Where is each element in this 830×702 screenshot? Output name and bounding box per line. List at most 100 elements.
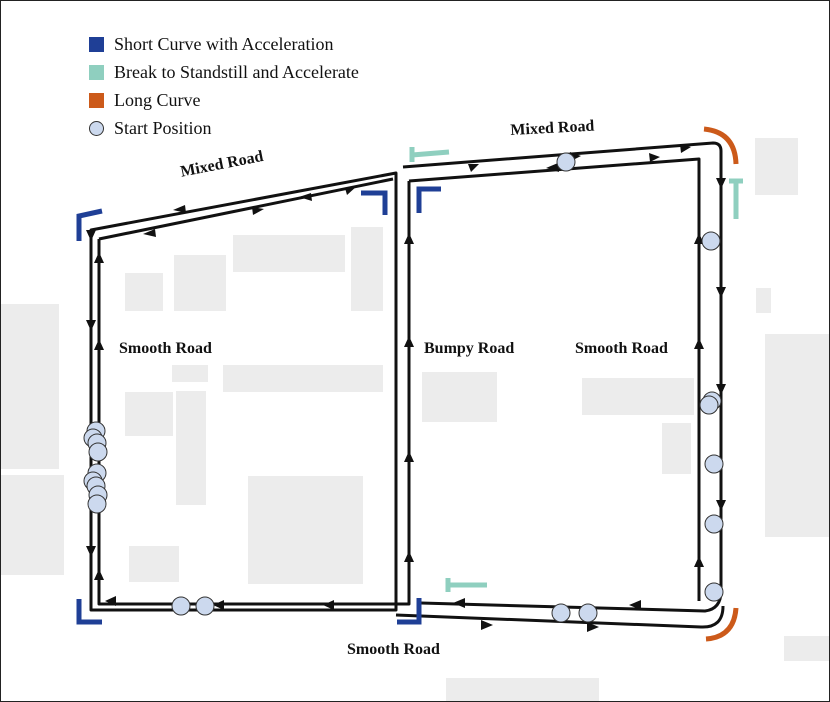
arrow-mark <box>404 551 414 562</box>
arrow-mark <box>716 178 726 189</box>
start-position <box>699 395 719 415</box>
arrow-mark <box>252 207 264 215</box>
road-label-bumpy: Bumpy Road <box>424 340 515 357</box>
arrow-mark <box>404 451 414 462</box>
building <box>784 636 829 661</box>
building <box>176 391 206 505</box>
arrow-mark <box>94 569 104 580</box>
arrow-mark <box>694 556 704 567</box>
arrow-mark <box>173 205 186 213</box>
start-position <box>88 442 108 462</box>
short-curve-marker <box>416 186 441 213</box>
start-position <box>551 603 571 623</box>
building <box>351 227 383 311</box>
start-position <box>87 494 107 514</box>
start-position <box>171 596 191 616</box>
arrow-mark <box>213 600 224 610</box>
road-label-smooth-right: Smooth Road <box>575 340 668 357</box>
arrow-mark <box>86 320 96 331</box>
legend-label: Long Curve <box>114 89 201 110</box>
short-curve-marker <box>76 599 102 625</box>
arrow-mark <box>481 620 493 630</box>
arrow-mark <box>86 230 96 241</box>
arrow-mark <box>716 384 726 395</box>
arrow-mark <box>716 287 726 298</box>
arrow-mark <box>629 600 641 610</box>
break-markers <box>409 147 743 592</box>
arrow-mark <box>404 336 414 347</box>
building <box>1 475 64 575</box>
arrow-mark <box>94 252 104 263</box>
short-curve-swatch <box>89 36 104 52</box>
building <box>582 378 694 415</box>
start-positions <box>83 152 724 623</box>
start-position <box>556 152 576 172</box>
direction-arrows <box>86 144 726 632</box>
arrow-mark <box>143 229 156 237</box>
building <box>223 365 383 392</box>
arrow-mark <box>404 233 414 244</box>
legend-label: Break to Standstill and Accelerate <box>114 61 359 82</box>
road-label-smooth-left: Smooth Road <box>119 340 212 357</box>
start-position <box>701 231 721 251</box>
break-marker <box>729 178 743 219</box>
building <box>129 546 179 582</box>
road-label-smooth-bottom: Smooth Road <box>347 641 440 658</box>
start-position <box>704 514 724 534</box>
arrow-mark <box>694 338 704 349</box>
building <box>233 235 345 272</box>
building <box>765 334 829 537</box>
arrow-mark <box>716 500 726 511</box>
legend-item-start: Start Position <box>89 114 359 142</box>
break-swatch <box>89 64 104 80</box>
building <box>248 476 363 584</box>
long-curve-swatch <box>89 92 104 108</box>
start-position-swatch <box>89 120 104 136</box>
building <box>755 138 798 195</box>
legend-item-short-curve: Short Curve with Acceleration <box>89 30 359 58</box>
building <box>662 423 691 474</box>
bottom-road <box>395 605 725 629</box>
legend: Short Curve with Acceleration Break to S… <box>89 30 359 142</box>
building <box>756 288 771 313</box>
building <box>1 304 59 469</box>
start-position <box>578 603 598 623</box>
building <box>422 372 497 422</box>
legend-item-break: Break to Standstill and Accelerate <box>89 58 359 86</box>
short-curve-marker <box>76 208 103 241</box>
legend-item-long-curve: Long Curve <box>89 86 359 114</box>
short-curve-marker <box>361 190 388 215</box>
short-curve-marker <box>397 598 422 625</box>
building <box>446 678 599 701</box>
left-loop-inner <box>97 177 411 606</box>
right-loop-inner <box>408 157 701 601</box>
arrow-mark <box>323 600 334 610</box>
arrow-mark <box>299 193 312 201</box>
arrow-mark <box>649 153 660 162</box>
start-position <box>195 596 215 616</box>
legend-label: Start Position <box>114 117 212 138</box>
arrow-mark <box>680 144 691 153</box>
right-loop-outer <box>402 141 723 613</box>
arrow-mark <box>94 339 104 350</box>
arrow-mark <box>587 622 599 632</box>
building <box>174 255 226 311</box>
break-marker <box>445 578 487 592</box>
building <box>125 392 173 436</box>
legend-label: Short Curve with Acceleration <box>114 33 334 54</box>
long-curve-marker <box>705 607 739 642</box>
start-position <box>704 454 724 474</box>
arrow-mark <box>453 598 465 608</box>
building <box>172 365 208 382</box>
building <box>125 273 163 311</box>
start-position <box>704 582 724 602</box>
arrow-mark <box>105 596 116 606</box>
long-curve-marker <box>703 126 739 165</box>
buildings <box>1 138 829 701</box>
break-marker <box>409 147 450 162</box>
arrow-mark <box>468 164 479 172</box>
arrow-mark <box>345 186 357 195</box>
long-curve-markers <box>703 126 739 642</box>
